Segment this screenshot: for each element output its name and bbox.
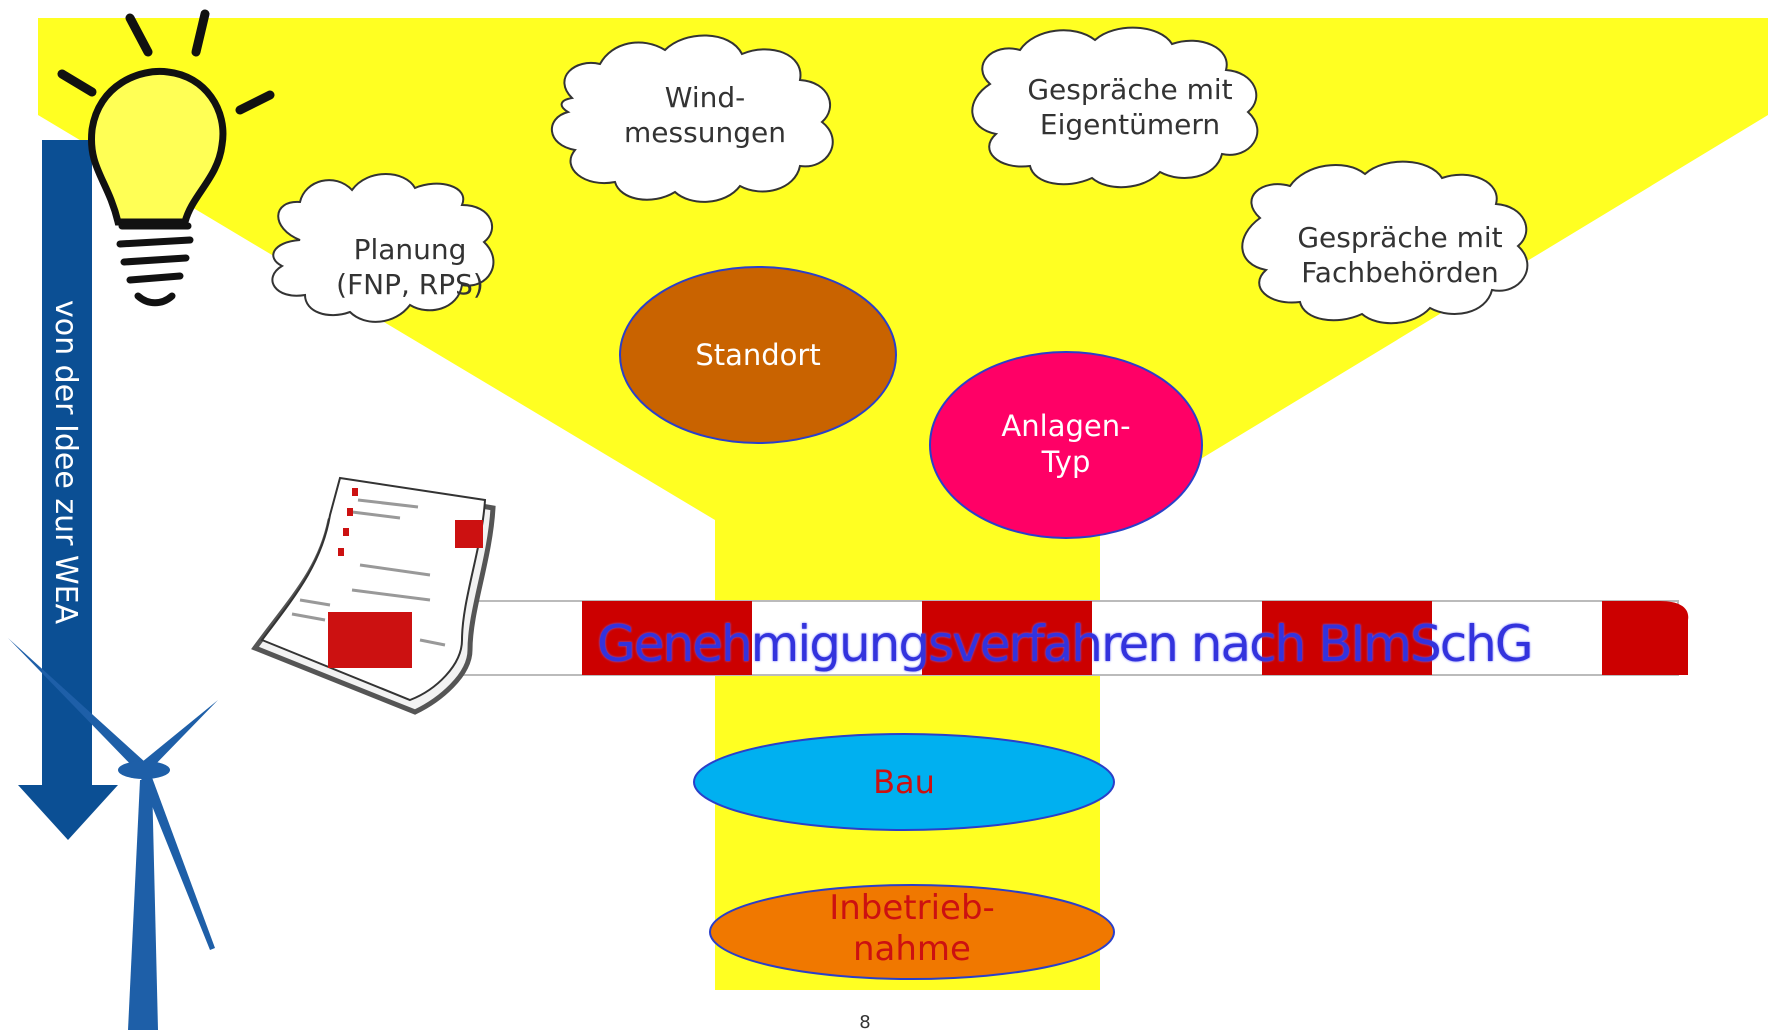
side-arrow xyxy=(18,140,118,840)
side-arrow-label: von der Idee zur WEA xyxy=(48,300,83,625)
ellipse-bau-label: Bau xyxy=(873,763,935,801)
ellipse-standort-label: Standort xyxy=(695,338,821,372)
cloud-planung-label: Planung (FNP, RPS) xyxy=(336,233,484,301)
page-number: 8 xyxy=(859,1012,871,1033)
cloud-eigentuemer-label: Gespräche mit Eigentümern xyxy=(1027,73,1233,141)
ellipse-bau xyxy=(693,733,1115,831)
document-icon xyxy=(251,476,496,715)
barrier-label: Genehmigungsverfahren nach BImSchG xyxy=(597,615,1534,673)
ellipse-standort xyxy=(619,266,897,444)
wind-turbine-icon xyxy=(8,638,218,1030)
cloud-fachbehoerden-label: Gespräche mit Fachbehörden xyxy=(1297,221,1503,289)
ellipse-anlagentyp xyxy=(929,351,1203,539)
barrier xyxy=(329,600,1689,676)
ellipse-anlagentyp-label: Anlagen- Typ xyxy=(1001,409,1131,480)
ellipse-inbetriebnahme-label: Inbetrieb- nahme xyxy=(829,888,995,969)
cloud-fachbehoerden xyxy=(1241,160,1529,325)
funnel-shape xyxy=(38,18,1768,990)
cloud-eigentuemer xyxy=(971,26,1259,189)
cloud-planung xyxy=(271,173,495,323)
cloud-windmessungen-label: Wind- messungen xyxy=(624,81,786,149)
lightbulb-icon xyxy=(57,9,275,307)
ellipse-inbetriebnahme xyxy=(709,884,1115,980)
cloud-windmessungen xyxy=(550,34,834,203)
